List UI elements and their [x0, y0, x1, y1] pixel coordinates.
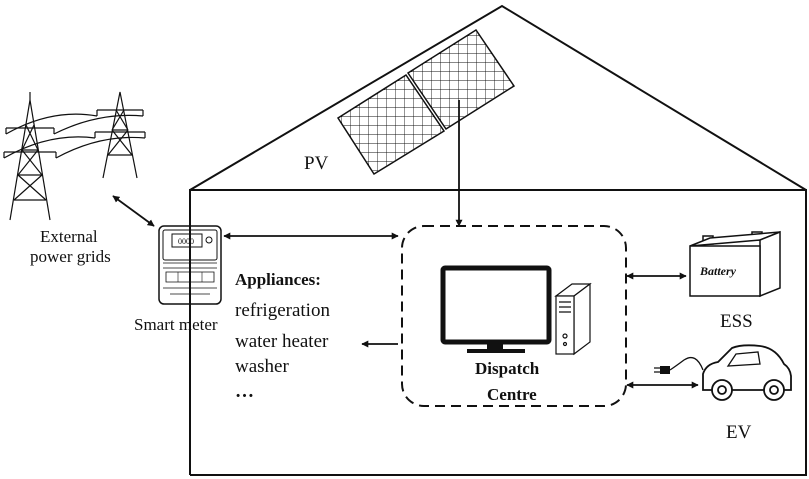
- ev-label: EV: [726, 422, 752, 443]
- meter-display: 0000: [178, 237, 194, 246]
- external-grids-label-line1: External: [40, 227, 98, 246]
- house-outline: [189, 4, 807, 476]
- external-grids-label-line2: power grids: [30, 247, 111, 266]
- monitor-icon: [440, 265, 552, 353]
- arrow-grid-meter: [112, 195, 155, 227]
- electric-car-icon: [654, 344, 792, 401]
- transmission-tower-icon: [3, 91, 146, 221]
- ess-label: ESS: [720, 311, 753, 332]
- appliance-item: washer: [235, 356, 289, 377]
- smart-meter-label: Smart meter: [134, 315, 218, 334]
- smart-meter-icon: [158, 225, 222, 305]
- appliance-item: refrigeration: [235, 300, 330, 321]
- battery-icon: [689, 230, 781, 298]
- connection-arrows: [112, 100, 699, 389]
- appliance-item: water heater: [235, 331, 329, 352]
- appliances-title: Appliances:: [235, 270, 321, 289]
- dispatch-label-line1: Dispatch: [475, 359, 540, 378]
- pv-panels: [336, 28, 516, 176]
- pc-tower-icon: [554, 282, 592, 356]
- appliance-item: …: [235, 381, 254, 402]
- dispatch-centre-box: [401, 225, 627, 407]
- dispatch-label-line2: Centre: [487, 385, 537, 404]
- battery-label: Battery: [699, 264, 737, 278]
- pv-label: PV: [304, 153, 329, 174]
